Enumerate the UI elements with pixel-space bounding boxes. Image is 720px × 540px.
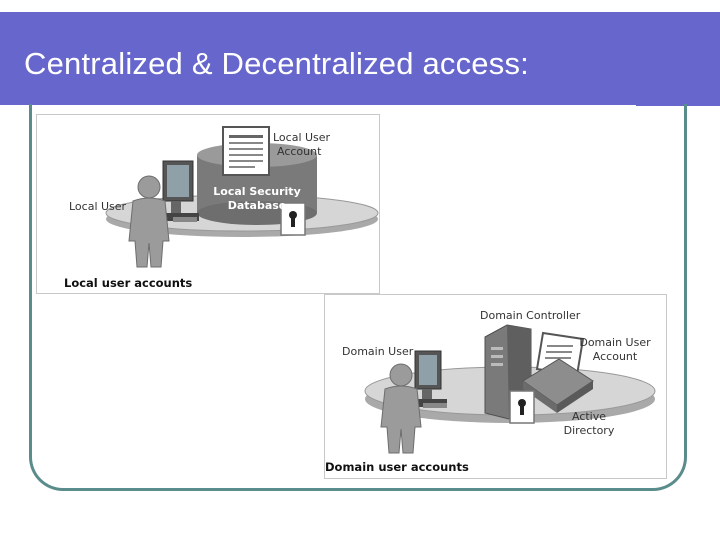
local-user-label: Local User — [69, 200, 126, 214]
slide-title: Centralized & Decentralized access: — [24, 46, 529, 82]
lock-icon — [510, 391, 534, 423]
local-accounts-caption: Local user accounts — [64, 276, 192, 290]
domain-account-label-line2: Account — [575, 350, 655, 364]
local-user-accounts-diagram: Local User Account Local Security Databa… — [36, 114, 380, 294]
domain-account-label-line1: Domain User — [575, 336, 655, 350]
active-directory-label-line2: Directory — [559, 424, 619, 438]
domain-user-label: Domain User — [342, 345, 413, 359]
document-icon — [223, 127, 269, 175]
domain-accounts-caption: Domain user accounts — [325, 460, 469, 474]
local-db-label-line2: Database — [197, 199, 317, 213]
title-bar: Centralized & Decentralized access: — [0, 12, 720, 106]
active-directory-label-line1: Active — [559, 410, 619, 424]
local-account-label-line2: Account — [277, 145, 321, 159]
domain-controller-label: Domain Controller — [480, 309, 580, 323]
domain-user-accounts-diagram: Domain Controller Domain User Domain Use… — [324, 294, 667, 479]
local-account-label-line1: Local User — [273, 131, 330, 145]
local-db-label-line1: Local Security — [197, 185, 317, 199]
